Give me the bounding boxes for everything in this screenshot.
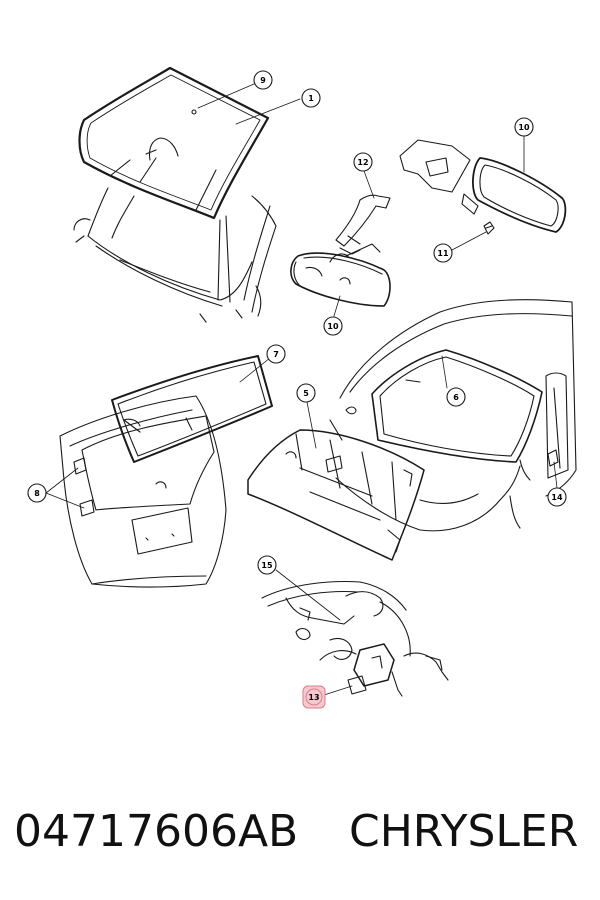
mirror-group <box>290 139 567 307</box>
callout-1: 1 <box>235 88 321 125</box>
svg-text:11: 11 <box>437 249 449 258</box>
quarter-window-group <box>329 299 577 532</box>
callout-6: 6 <box>441 355 466 407</box>
callout-13-highlighted: 13 <box>302 685 353 709</box>
liftgate-glass-panel <box>111 355 273 463</box>
license-plate-recess <box>131 507 193 555</box>
callout-11: 11 <box>433 231 487 263</box>
callout-10-bottom: 10 <box>323 295 343 336</box>
windshield-glass <box>78 66 270 220</box>
rearview-mirror-large <box>472 157 567 233</box>
callout-12: 12 <box>353 152 375 199</box>
brand-name: CHRYSLER <box>349 806 579 857</box>
part-number: 04717606AB <box>14 806 299 857</box>
washer-assembly-group <box>261 580 449 697</box>
callout-7: 7 <box>239 344 286 383</box>
rearview-mirror-small <box>290 252 391 307</box>
washer-pump <box>353 643 395 687</box>
callout-5: 5 <box>296 383 317 449</box>
svg-text:6: 6 <box>453 393 459 402</box>
svg-text:7: 7 <box>273 350 279 359</box>
mirror-clip <box>483 221 495 235</box>
svg-text:14: 14 <box>551 493 563 502</box>
svg-text:1: 1 <box>308 94 314 103</box>
quarter-glass-panel-group <box>247 429 425 561</box>
svg-text:15: 15 <box>261 561 273 570</box>
svg-text:10: 10 <box>518 123 530 132</box>
svg-text:12: 12 <box>357 158 368 167</box>
parts-diagram: 1 9 10 12 <box>27 66 577 709</box>
callout-10-top: 10 <box>514 117 534 173</box>
svg-text:10: 10 <box>327 322 339 331</box>
callout-14: 14 <box>547 461 567 507</box>
quarter-window-opening <box>371 349 543 463</box>
windshield-group <box>73 66 277 323</box>
callout-15: 15 <box>257 555 341 621</box>
callout-9: 9 <box>197 70 273 109</box>
svg-text:8: 8 <box>34 489 40 498</box>
quarter-glass-panel <box>247 429 425 561</box>
svg-text:5: 5 <box>303 389 309 398</box>
svg-text:13: 13 <box>308 693 319 702</box>
windshield-sensor <box>191 109 197 115</box>
liftgate-group <box>59 355 273 588</box>
svg-text:9: 9 <box>260 76 266 85</box>
retainer-clip <box>547 449 559 467</box>
callout-8: 8 <box>27 467 85 509</box>
